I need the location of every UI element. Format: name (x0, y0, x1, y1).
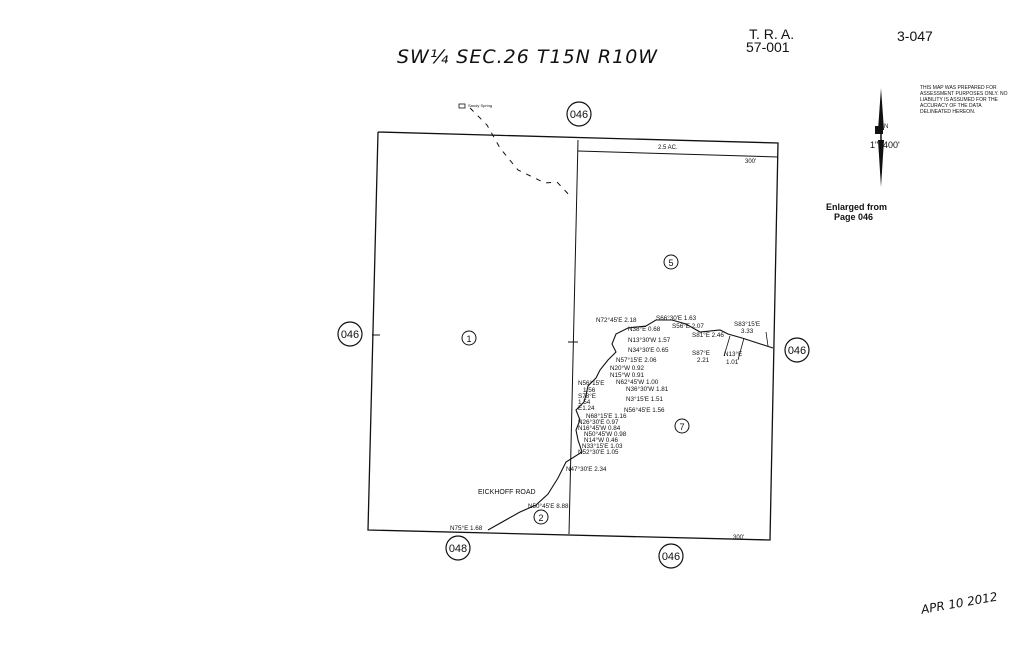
tra-label: T. R. A. (749, 26, 795, 42)
bearing-label: S66°30'E 1.63 (656, 314, 697, 322)
bearing-label: 3.33 (741, 328, 754, 335)
bearing-label: S78°E (578, 392, 596, 400)
bearing-label: N26°30'E 0.97 (578, 418, 619, 426)
adjacent-page-right[interactable]: 046 (784, 337, 810, 363)
bearing-label: N13°30'W 1.57 (628, 336, 671, 344)
dimension-top: 300' (745, 159, 756, 165)
adjacent-page-top[interactable]: 046 (566, 101, 592, 127)
svg-text:046: 046 (788, 345, 806, 357)
parcel-5[interactable]: 5 (663, 254, 679, 270)
section-boundary (367, 131, 779, 541)
trail-dashed (469, 107, 573, 199)
bearing-label: N75°E 1.68 (450, 524, 483, 532)
bearing-label: N33°15'E 1.03 (582, 442, 623, 450)
bearing-label: S87°E (692, 349, 710, 357)
svg-text:1: 1 (466, 334, 471, 344)
bearing-label: N56°45'E 1.56 (624, 406, 665, 414)
adjacent-page-left[interactable]: 046 (337, 321, 363, 347)
north-arrow: N (875, 88, 888, 187)
scale-value: 400' (883, 140, 900, 150)
map-title: SW¼ SEC.26 T15N R10W (397, 46, 659, 68)
bearing-label: E1.24 (578, 405, 595, 412)
bearing-label: N50°45'W 0.98 (584, 430, 627, 438)
bearing-label: N15°W 0.91 (610, 371, 645, 379)
bearing-label: N13°E (724, 350, 742, 358)
parcel-7[interactable]: 7 (674, 418, 690, 434)
bearing-label: S81°E 2.46 (692, 331, 724, 339)
bearing-label: N62°45'W 1.00 (616, 378, 659, 386)
bearing-label: N68°15'E 1.16 (586, 412, 627, 420)
bearing-label: N52°30'E 1.05 (578, 448, 619, 456)
bearing-label: 2.21 (697, 357, 710, 364)
dimension-bottom: 300' (733, 535, 744, 541)
bearing-label: 1.54 (578, 399, 591, 406)
bearing-label: N50°45'E 8.88 (528, 502, 569, 510)
svg-text:046: 046 (341, 329, 359, 341)
bearing-label: N20°W 0.92 (610, 364, 645, 372)
spring-label: Sandy Spring (468, 103, 492, 108)
adjacent-page-bottom-left[interactable]: 048 (445, 535, 471, 561)
bearing-label: N16°45'W 0.84 (578, 424, 621, 432)
quarter-line (568, 139, 579, 535)
parcel-5-boundary (577, 150, 779, 158)
svg-text:048: 048 (449, 543, 467, 555)
svg-text:N: N (884, 124, 888, 130)
bearing-label: N38°E 0.68 (628, 325, 661, 333)
bearing-label: 1.56 (583, 387, 596, 394)
bearing-label: N14°W 0.46 (584, 436, 619, 444)
enlarged-note-line2: Page 046 (834, 212, 874, 222)
svg-text:046: 046 (662, 551, 680, 563)
road-label: EICKHOFF ROAD (478, 489, 536, 496)
tra-code: 57-001 (746, 39, 790, 55)
bearing-labels: N72°45'E 2.18 S66°30'E 1.63 N38°E 0.68 S… (450, 314, 760, 532)
svg-text:2: 2 (538, 513, 543, 523)
bearing-label: N72°45'E 2.18 (596, 316, 637, 324)
svg-text:5: 5 (668, 258, 673, 268)
stream-line (487, 319, 774, 531)
bearing-label: S83°15'E (734, 320, 760, 328)
enlarged-note-line1: Enlarged from (826, 202, 888, 212)
disclaimer-text: THIS MAP WAS PREPARED FOR ASSESSMENT PUR… (920, 85, 1008, 115)
svg-text:7: 7 (679, 422, 684, 432)
area-label: 2.5 AC. (658, 145, 678, 151)
adjacent-page-bottom[interactable]: 046 (658, 543, 684, 569)
bearing-label: N47°30'E 2.34 (566, 465, 607, 473)
bearing-label: 1.01 (726, 359, 739, 366)
page-number: 3-047 (897, 28, 933, 44)
bearing-label: N36°30'W 1.81 (626, 385, 669, 393)
bearing-label: S56°E 2.07 (672, 322, 704, 330)
bearing-label: N57°15'E 2.06 (616, 356, 657, 364)
parcel-1[interactable]: 1 (461, 330, 477, 346)
bearing-label: N34°30'E 0.65 (628, 346, 669, 354)
bearing-label: N3°15'E 1.51 (626, 395, 663, 403)
svg-text:046: 046 (570, 109, 588, 121)
parcel-2[interactable]: 2 (533, 509, 549, 525)
bearing-label: N56°15'E (578, 379, 604, 387)
scale-label: 1"= (870, 140, 883, 150)
